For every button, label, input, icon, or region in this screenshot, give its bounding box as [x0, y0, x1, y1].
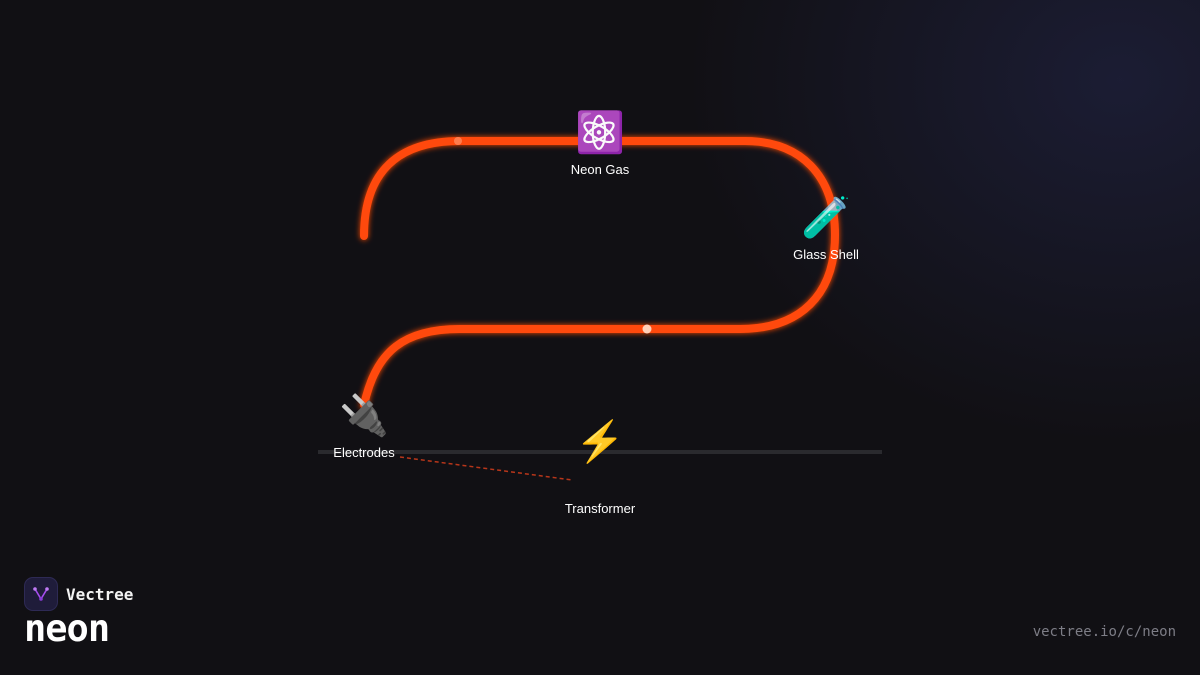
node-label: Glass Shell [793, 247, 859, 262]
node-transformer[interactable]: ⚡ Transformer [565, 418, 636, 516]
tube-spark [642, 324, 652, 334]
lightning-icon: ⚡ [575, 418, 625, 465]
neon-tube [360, 137, 840, 409]
brand-name: Vectree [66, 584, 134, 604]
plug-icon: 🔌 [339, 392, 389, 438]
node-label: Electrodes [333, 445, 395, 460]
tube-spark [454, 137, 462, 145]
page-title: neon [24, 607, 110, 650]
vectree-logo-icon[interactable] [24, 577, 58, 611]
node-label: Transformer [565, 501, 636, 516]
node-glass-shell[interactable]: 🧪 Glass Shell [793, 196, 859, 262]
atom-icon: ⚛️ [575, 109, 625, 155]
node-electrodes[interactable]: 🔌 Electrodes [333, 392, 395, 460]
brand: Vectree [24, 577, 133, 611]
test-tube-icon: 🧪 [801, 196, 851, 240]
node-label: Neon Gas [571, 162, 630, 177]
page-url[interactable]: vectree.io/c/neon [1032, 624, 1176, 640]
transformer-wire [399, 456, 573, 481]
node-neon-gas[interactable]: ⚛️ Neon Gas [571, 109, 630, 177]
